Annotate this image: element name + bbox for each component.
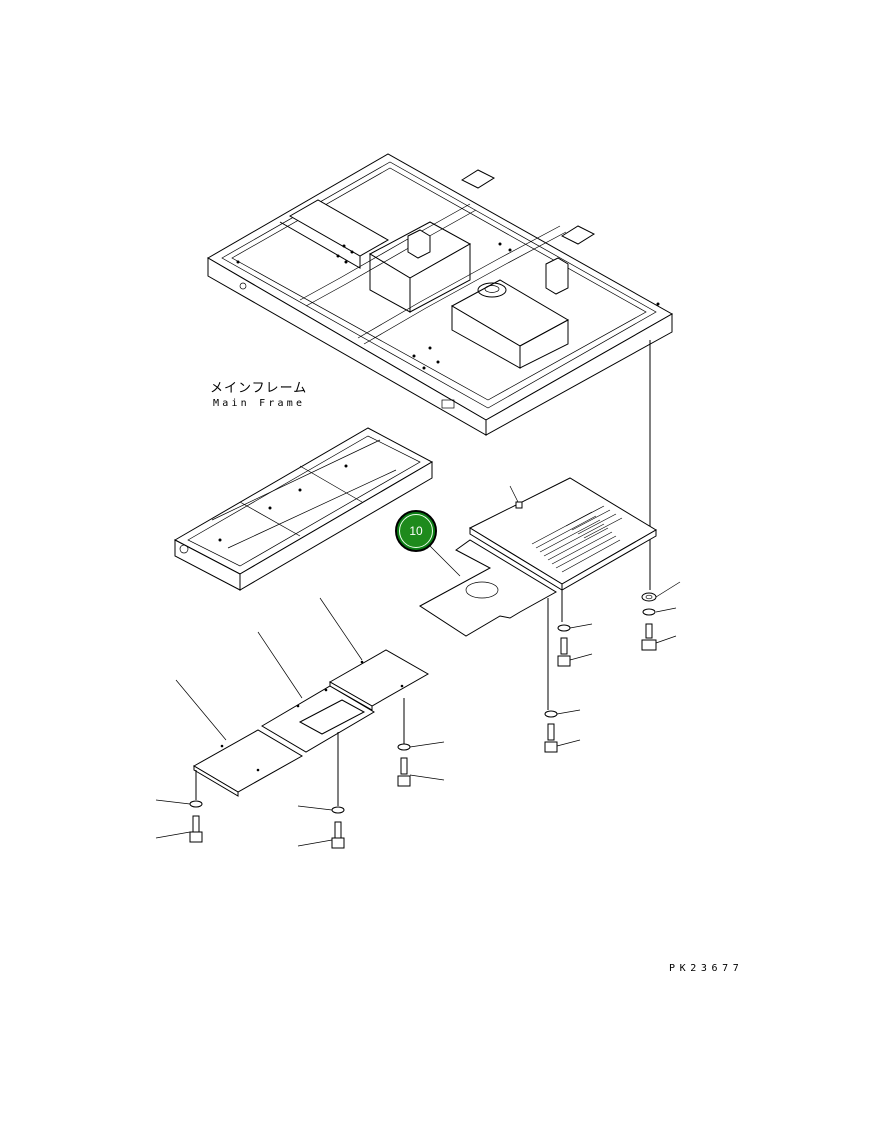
under-cover-drawing [419, 539, 557, 710]
drawing-number: PK23677 [669, 963, 744, 974]
louvered-cover-drawing [468, 477, 657, 622]
callout-number: 10 [409, 524, 423, 538]
main-frame-label-jp: メインフレーム [210, 381, 308, 396]
lower-covers-drawing [175, 597, 430, 806]
part-callout-10[interactable]: 10 [395, 510, 437, 552]
fasteners-drawing [155, 581, 681, 849]
sub-frame-drawing [173, 427, 434, 591]
main-frame-drawing [207, 153, 674, 590]
callout-inner-ring: 10 [399, 514, 433, 548]
main-frame-label-en: Main Frame [213, 398, 306, 409]
